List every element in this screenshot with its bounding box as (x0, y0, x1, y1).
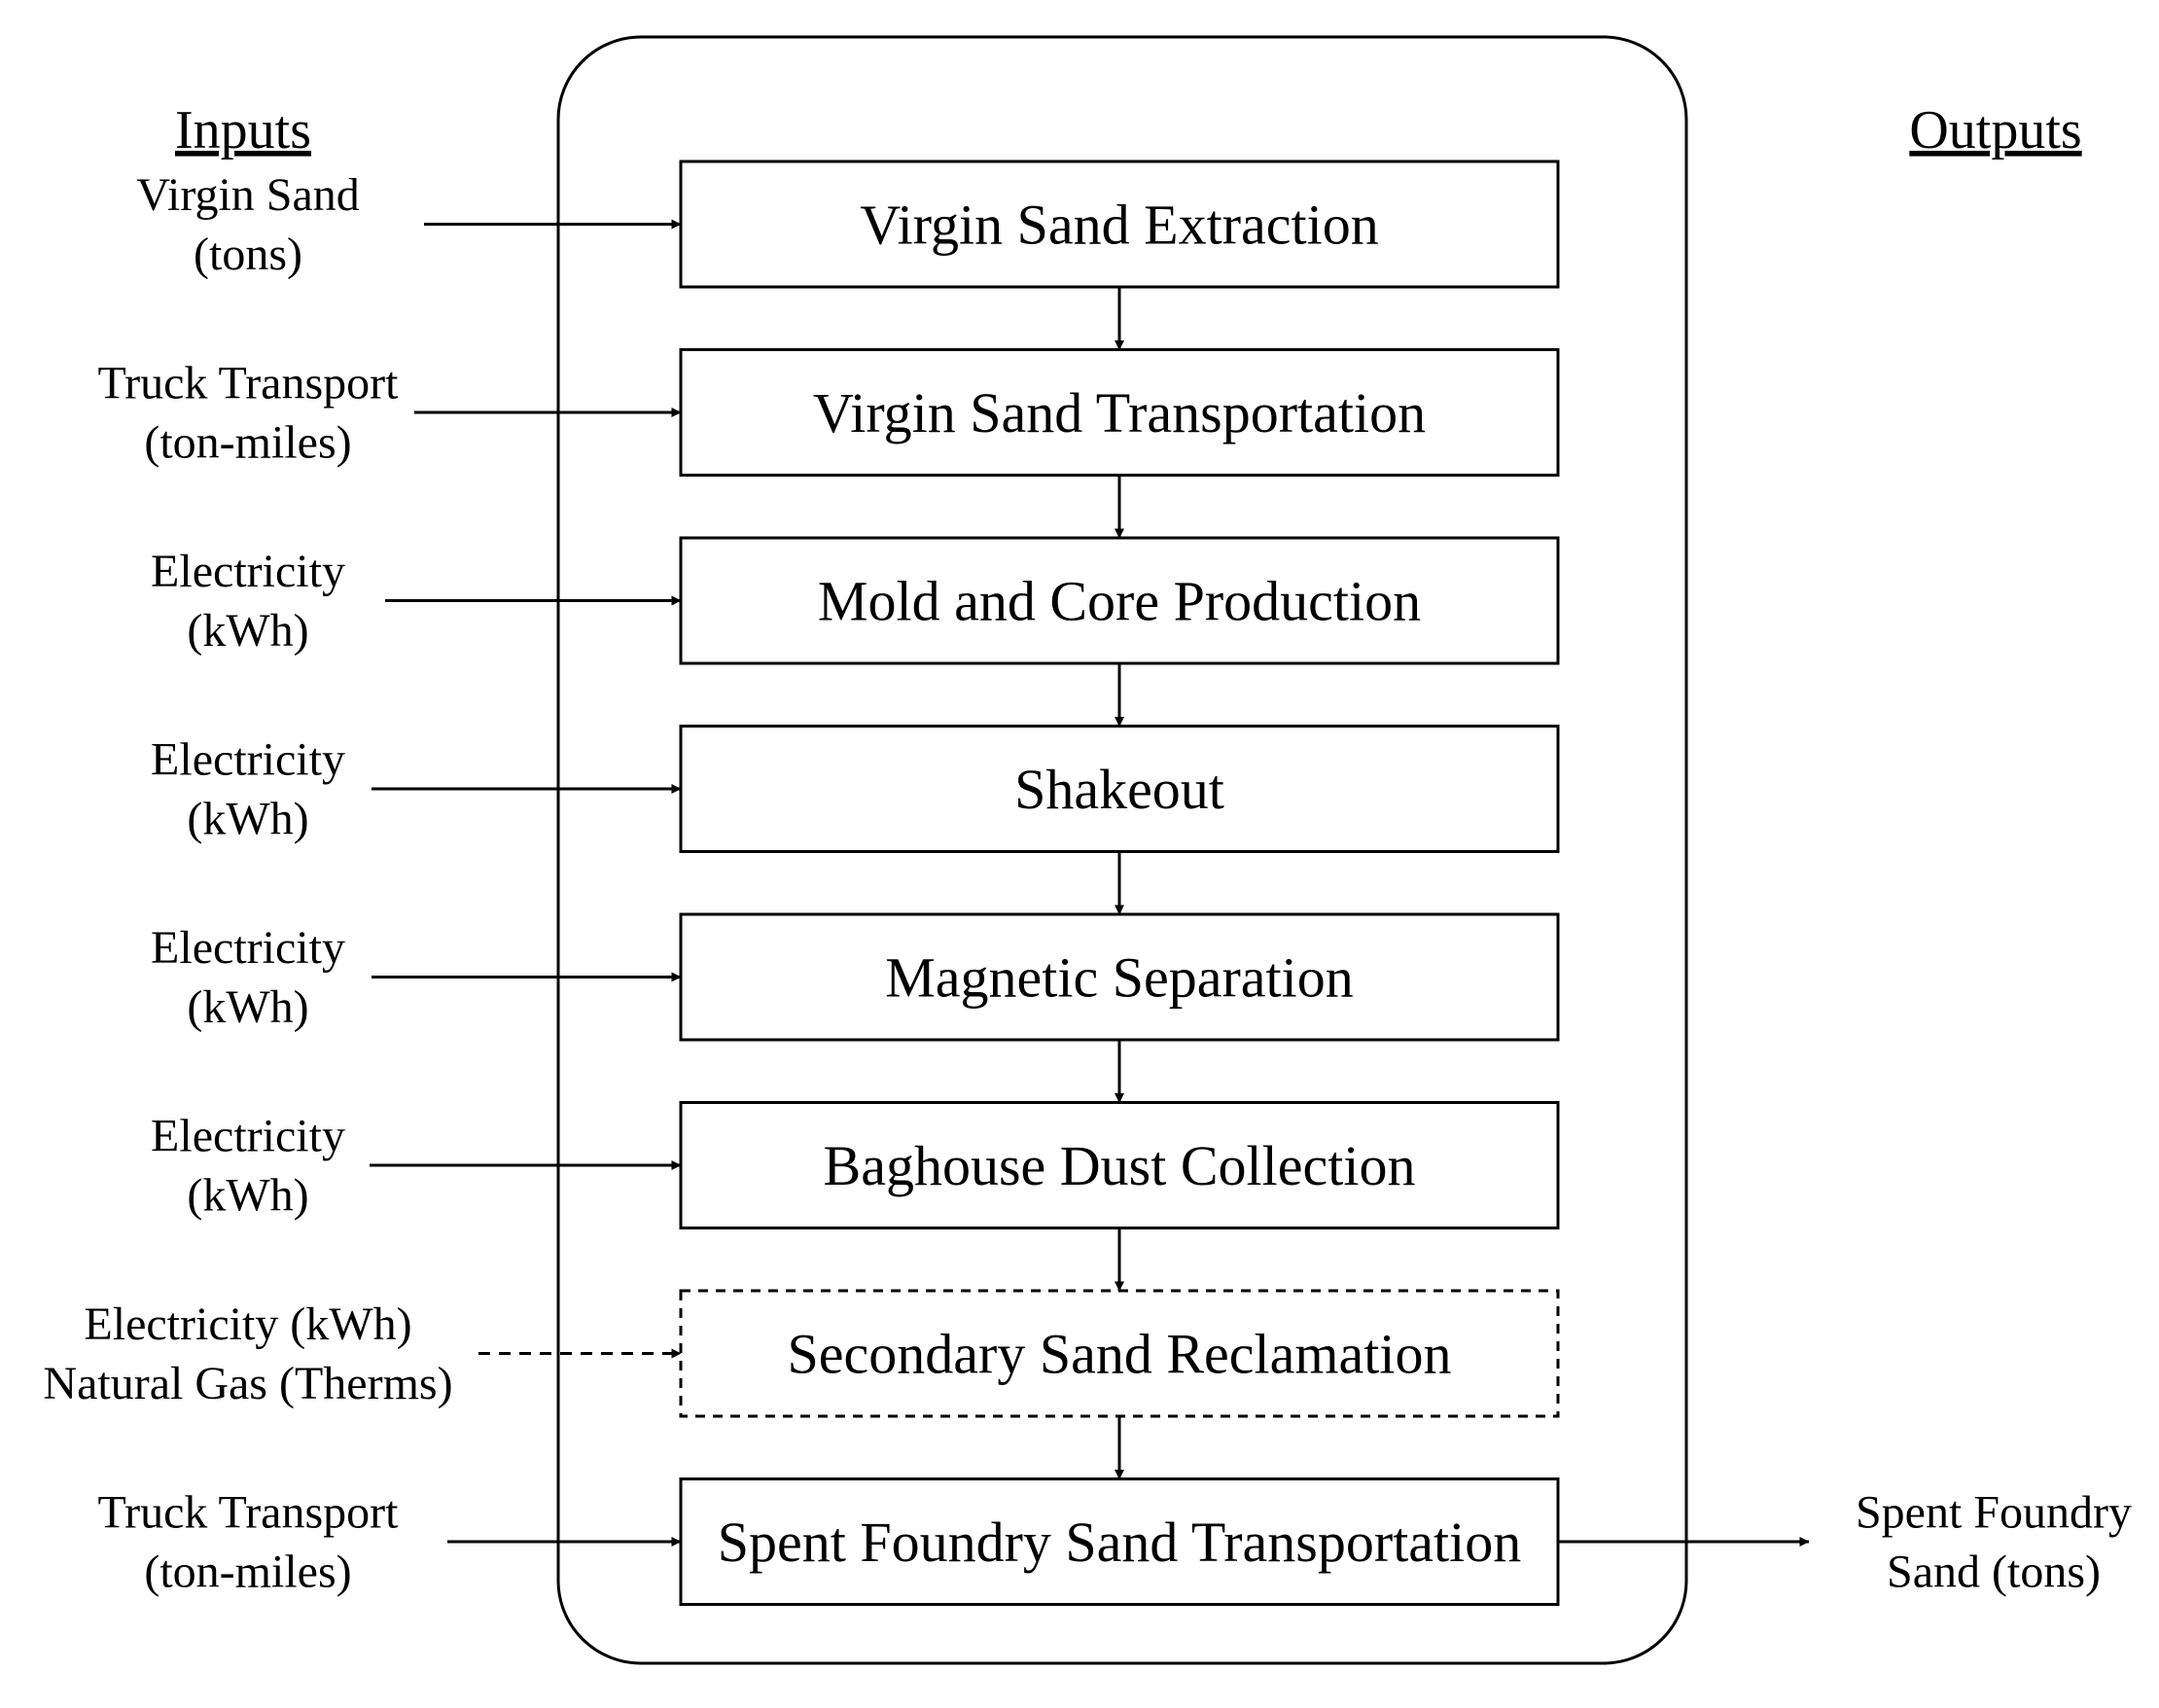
input-flows: Virgin Sand (tons) Truck Transport (ton-mil… (43, 169, 682, 1598)
input-label: Electricity (151, 734, 345, 786)
process-step-label: Shakeout (1014, 758, 1224, 821)
input-label: (kWh) (187, 605, 308, 657)
input-flow: Virgin Sand (tons) (136, 169, 682, 280)
input-label: Virgin Sand (136, 169, 360, 221)
input-label: (tons) (194, 229, 302, 280)
process-step-label: Virgin Sand Extraction (860, 194, 1378, 257)
input-label: Electricity (151, 1111, 345, 1162)
process-step: Virgin Sand Transportation (679, 348, 1560, 477)
process-step: Shakeout (679, 725, 1560, 853)
process-step-box (679, 1101, 1560, 1229)
input-flow: Electricity (kWh) (151, 922, 682, 1033)
process-step: Baghouse Dust Collection (679, 1101, 1560, 1229)
input-flow: Electricity (kWh) (151, 546, 682, 657)
inputs-heading: Inputs (175, 100, 311, 160)
input-label: Electricity (151, 922, 345, 974)
process-step-label: Baghouse Dust Collection (824, 1134, 1416, 1197)
system-boundary (556, 35, 1688, 1665)
input-label: Truck Transport (98, 1487, 400, 1539)
input-flow: Truck Transport (ton-miles) (98, 358, 682, 469)
input-label: (ton-miles) (144, 417, 351, 469)
input-flow: Electricity (kWh) (151, 734, 682, 845)
process-step-box (679, 912, 1560, 1042)
input-label: (kWh) (187, 794, 308, 845)
process-step-label: Virgin Sand Transportation (813, 381, 1426, 445)
process-step: Virgin Sand Extraction (679, 160, 1560, 289)
input-flow: Truck Transport (ton-miles) (98, 1487, 682, 1598)
process-step-label: Mold and Core Production (818, 570, 1421, 633)
input-label: Electricity (kWh) (84, 1299, 411, 1350)
process-step-box (679, 725, 1560, 853)
output-label: Sand (tons) (1887, 1547, 2101, 1598)
input-flow: Electricity (kWh) Natural Gas (Therms) (43, 1299, 682, 1409)
output-label: Spent Foundry (1856, 1487, 2132, 1539)
process-step: Magnetic Separation (679, 912, 1560, 1042)
input-label: Natural Gas (Therms) (43, 1358, 452, 1409)
process-step: Spent Foundry Sand Transportation (679, 1477, 1560, 1606)
input-label: (kWh) (187, 981, 308, 1033)
outputs-heading: Outputs (1909, 100, 2081, 160)
process-step-label: Secondary Sand Reclamation (788, 1323, 1452, 1386)
input-label: Electricity (151, 546, 345, 597)
input-flow: Electricity (kWh) (151, 1111, 682, 1222)
process-step-label: Magnetic Separation (885, 946, 1354, 1010)
process-step-box (679, 1477, 1560, 1606)
process-step-label: Spent Foundry Sand Transportation (718, 1511, 1522, 1574)
input-label: Truck Transport (98, 358, 400, 409)
process-step: Secondary Sand Reclamation (679, 1289, 1560, 1418)
process-step: Mold and Core Production (679, 536, 1560, 665)
input-label: (kWh) (187, 1170, 308, 1222)
process-step-box (679, 1289, 1560, 1418)
input-label: (ton-miles) (144, 1547, 351, 1598)
